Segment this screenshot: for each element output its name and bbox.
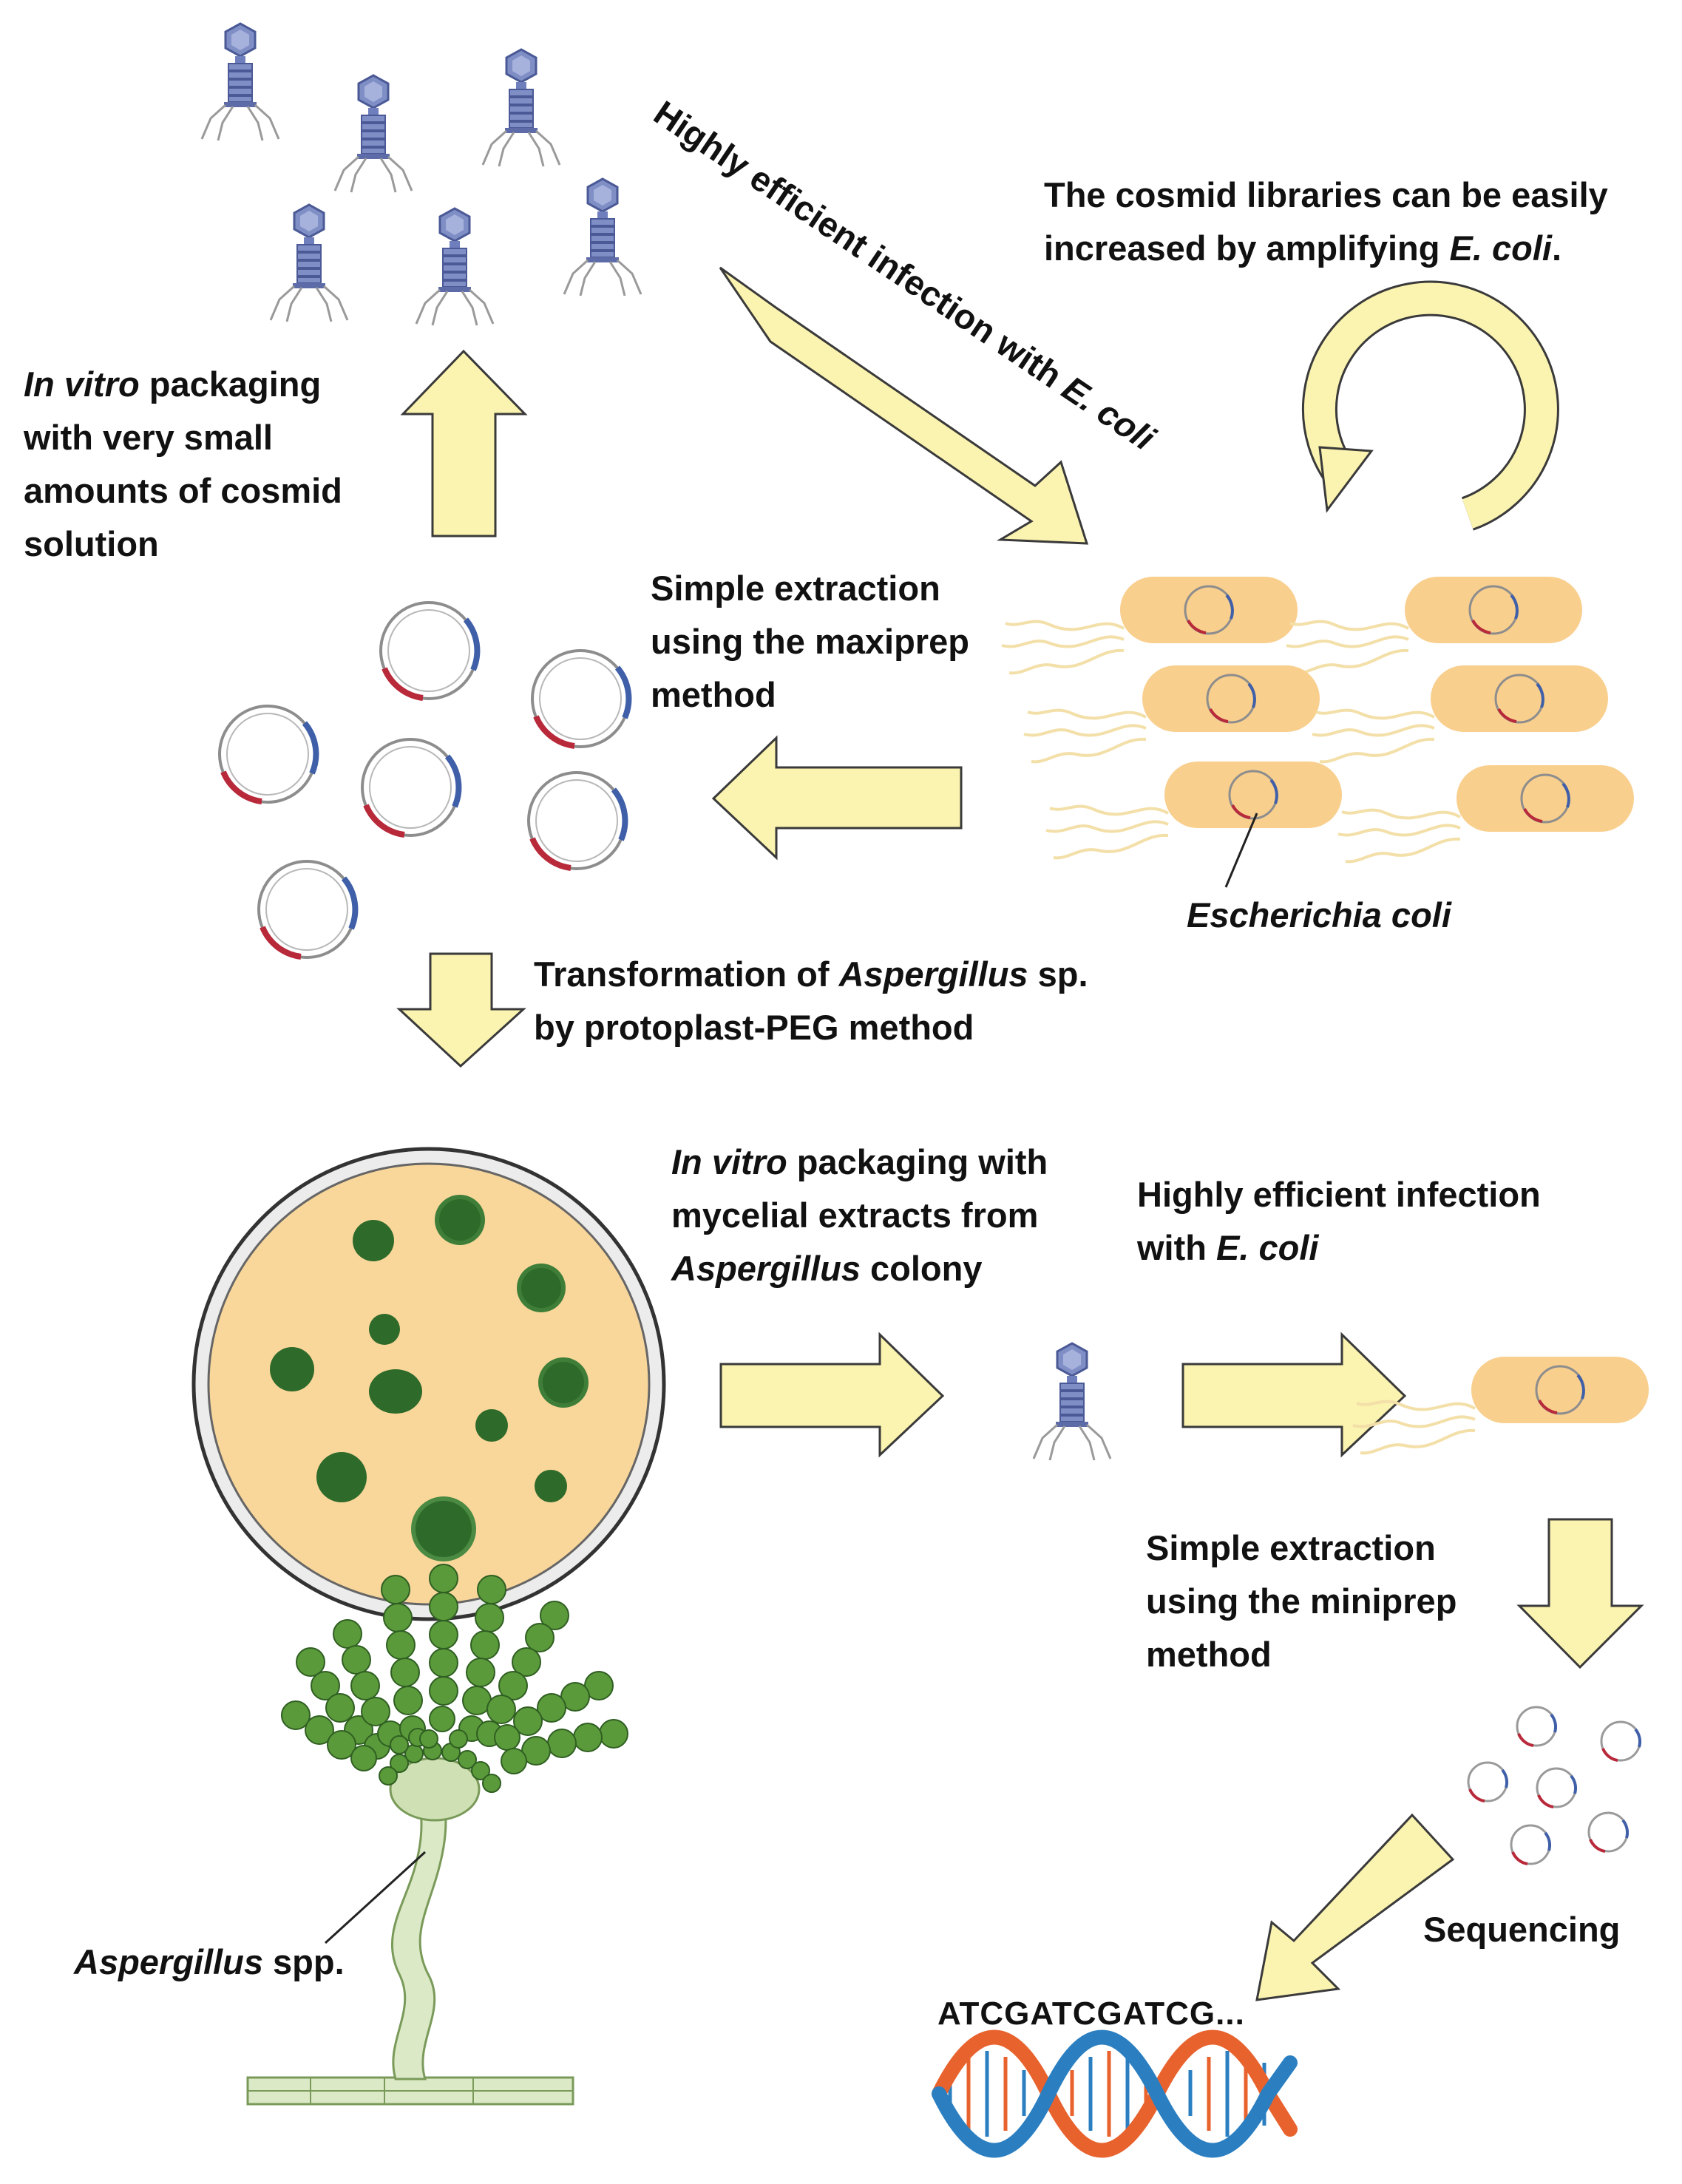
- plasmid-icon: [1467, 1761, 1509, 1803]
- bacteriophage-icon: [200, 22, 280, 142]
- arrow-right-infection: [1181, 1332, 1407, 1458]
- plasmid-icon: [259, 861, 355, 957]
- plasmid-icon: [1516, 1706, 1558, 1747]
- small-plasmid-group: [1467, 1706, 1642, 1865]
- plasmid-icon: [529, 773, 625, 869]
- label-aspergillus-spp: Aspergillus spp.: [74, 1942, 345, 1981]
- arrow-down-transformation: [396, 952, 526, 1068]
- bacterium-icon: [1337, 764, 1635, 864]
- bacteria-group: [1000, 575, 1635, 864]
- conidiophore-icon: [246, 1564, 628, 2106]
- petri-dish-icon: [191, 1147, 666, 1621]
- bacterium-icon: [1045, 760, 1343, 860]
- plasmid-group: [220, 603, 628, 957]
- label-mycelial-packaging: In vitro packaging with mycelial extract…: [671, 1142, 1048, 1288]
- arrow-left-maxiprep: [711, 735, 963, 861]
- bacteriophage-icon: [1032, 1342, 1112, 1462]
- label-maxiprep: Simple extraction using the maxiprep met…: [651, 569, 969, 714]
- label-in-vitro-packaging: In vitro packaging with very small amoun…: [24, 364, 342, 563]
- plasmid-icon: [381, 603, 477, 699]
- bacteriophage-icon: [563, 177, 642, 297]
- phage-group: [200, 22, 642, 327]
- arrow-right-packaging: [719, 1332, 945, 1458]
- bacteriophage-icon: [333, 74, 413, 194]
- bacteriophage-icon: [415, 207, 495, 327]
- label-sequencing: Sequencing: [1423, 1910, 1621, 1949]
- bacterium-icon: [1023, 664, 1321, 764]
- bacterium-icon: [1000, 575, 1299, 675]
- label-cosmid-libraries: The cosmid libraries can be easily incre…: [1044, 175, 1608, 268]
- plasmid-icon: [1510, 1824, 1552, 1865]
- label-infection-ecoli: Highly efficient infection with E. coli: [1137, 1175, 1541, 1267]
- plasmid-icon: [532, 651, 628, 747]
- arrow-diagonal-infection: [719, 266, 1089, 545]
- arrow-diagonal-sequencing: [1255, 1813, 1455, 2001]
- label-escherichia-coli: Escherichia coli: [1187, 895, 1451, 935]
- label-dna-sequence: ATCGATCGATCG...: [937, 1995, 1245, 2032]
- plasmid-icon: [220, 706, 316, 802]
- plasmid-icon: [1587, 1811, 1630, 1853]
- bacteriophage-icon: [481, 48, 561, 168]
- arrow-up-packaging: [400, 349, 528, 537]
- plasmid-icon: [1600, 1720, 1642, 1762]
- cycle-arrow-icon: [1301, 280, 1559, 531]
- arrow-down-miniprep: [1516, 1518, 1644, 1669]
- label-transformation: Transformation of Aspergillus sp. by pro…: [534, 954, 1088, 1047]
- aspergillus-pointer-line: [324, 1851, 427, 1944]
- plasmid-icon: [1536, 1767, 1578, 1808]
- bacteriophage-icon: [269, 203, 349, 323]
- dna-helix-icon: [932, 2029, 1298, 2158]
- ecoli-pointer-line: [1224, 813, 1258, 888]
- bacterium-icon: [1285, 575, 1584, 675]
- plasmid-icon: [362, 739, 458, 835]
- label-miniprep: Simple extraction using the miniprep met…: [1146, 1528, 1457, 1674]
- bacterium-icon: [1352, 1355, 1650, 1455]
- bacterium-icon: [1311, 664, 1610, 764]
